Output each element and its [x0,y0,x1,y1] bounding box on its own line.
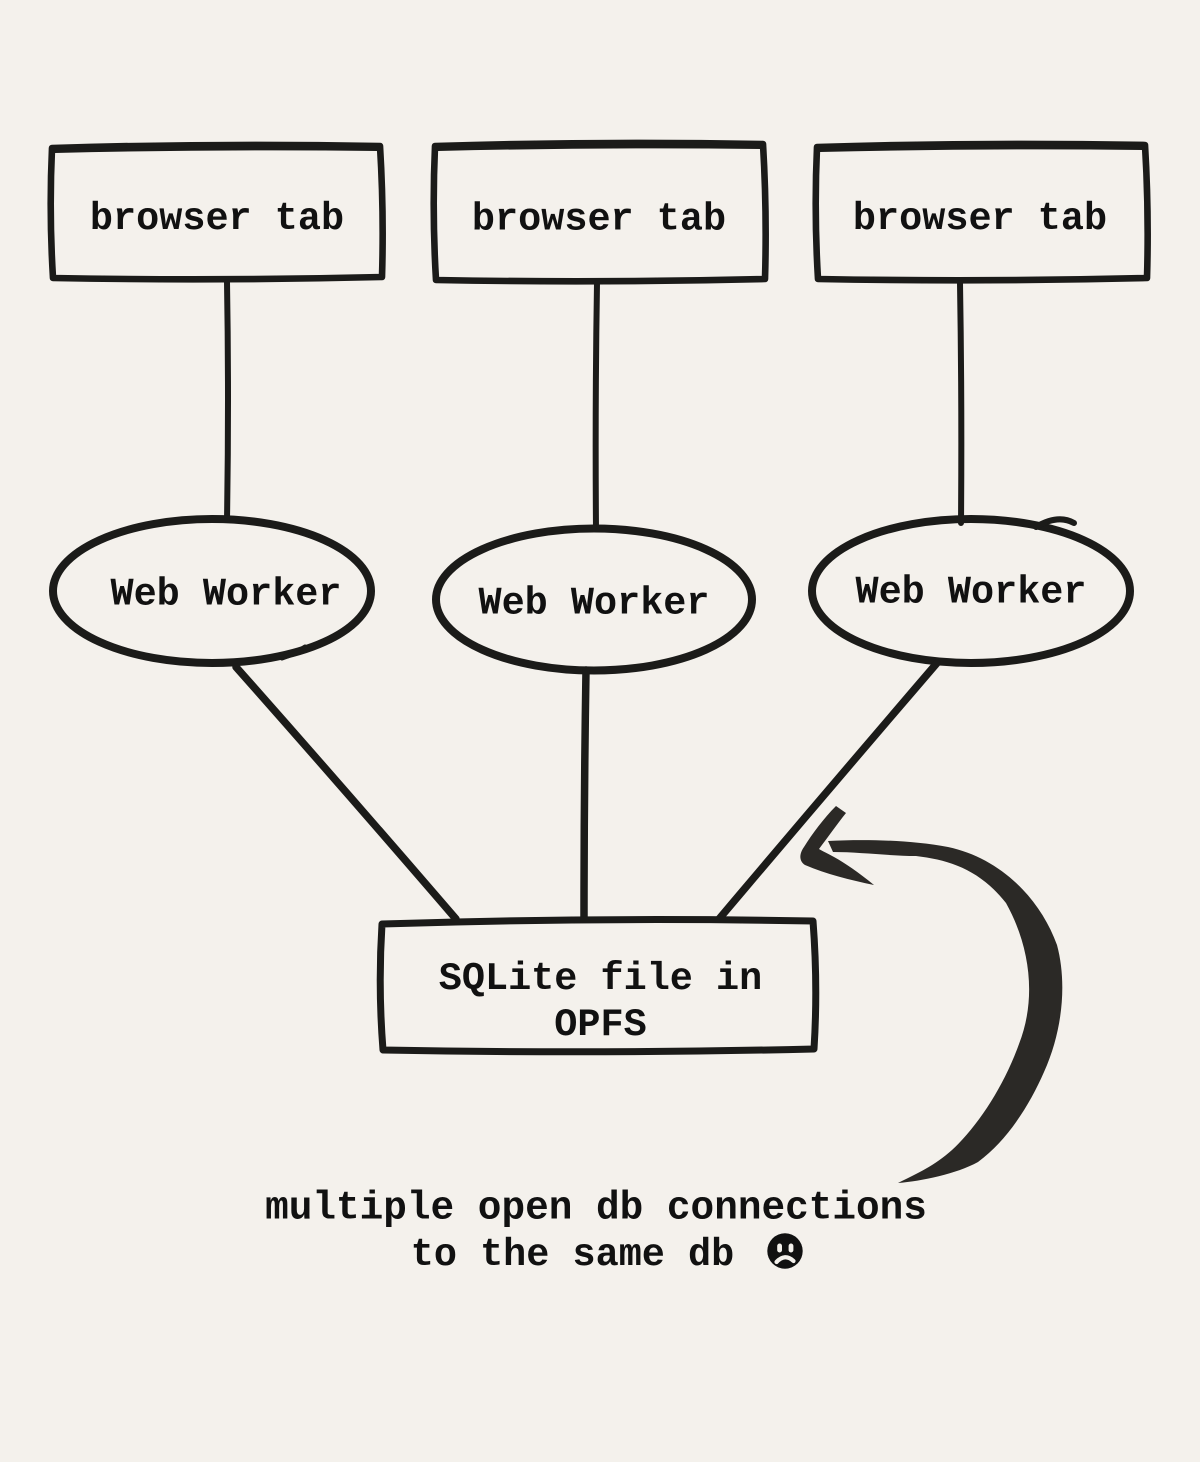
svg-text:browser tab: browser tab [853,197,1107,241]
svg-text:SQLite file in: SQLite file in [439,957,762,1001]
svg-text:Web Worker: Web Worker [478,582,709,626]
svg-text:Web Worker: Web Worker [855,571,1086,615]
svg-text:browser tab: browser tab [90,197,344,241]
svg-text:multiple open db connections: multiple open db connections [265,1186,927,1231]
svg-text:OPFS: OPFS [554,1003,646,1047]
svg-text:browser tab: browser tab [472,198,726,242]
svg-text:Web Worker: Web Worker [110,573,341,617]
svg-text:to the same db: to the same db [411,1233,734,1277]
